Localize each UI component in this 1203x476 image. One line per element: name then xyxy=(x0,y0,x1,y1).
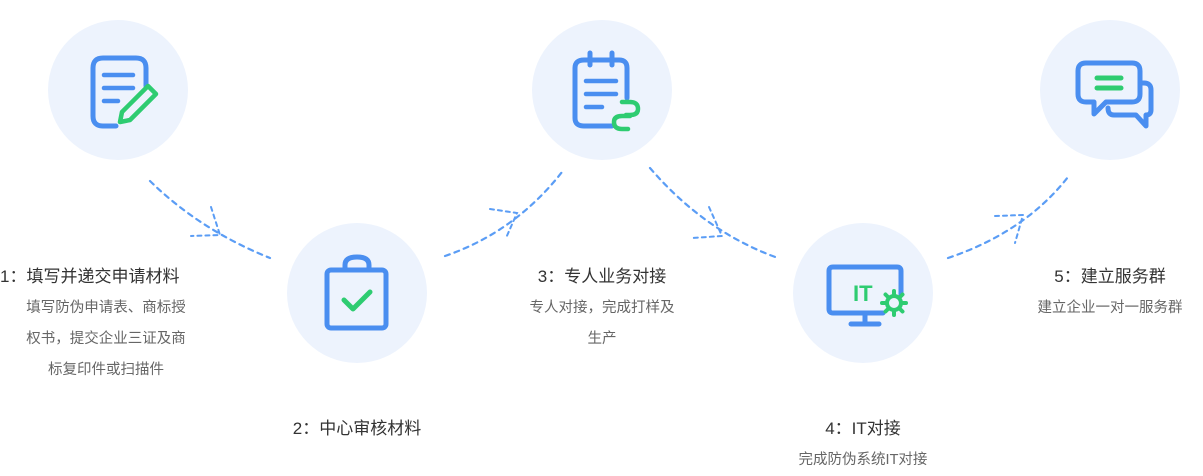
connector-3-4 xyxy=(648,166,780,260)
clipboard-check-icon xyxy=(324,254,389,331)
step-5-desc-line: 建立企业一对一服务群 xyxy=(1037,300,1183,316)
connector-2-3 xyxy=(443,170,564,258)
step-1-circle xyxy=(48,20,188,160)
step-4-desc-line: 完成防伪系统IT对接 xyxy=(798,452,928,468)
step-1-desc-line: 标复印件或扫描件 xyxy=(48,362,164,378)
step-3-desc-line: 专人对接，完成打样及 xyxy=(529,300,675,316)
monitor-settings-icon: IT xyxy=(826,264,908,327)
gear-icon xyxy=(880,289,908,317)
step-2-circle xyxy=(287,223,427,363)
chat-bubbles-icon xyxy=(1075,60,1154,129)
arrowhead-3-4 xyxy=(691,206,724,239)
step-3-desc-line: 生产 xyxy=(587,331,617,347)
step-1-desc: 填写防伪申请表、商标授 权书，提交企业三证及商 标复印件或扫描件 xyxy=(0,293,212,386)
step-5-desc: 建立企业一对一服务群 xyxy=(1000,293,1203,324)
step-1-title: 1：填写并递交申请材料 xyxy=(0,267,180,286)
step-4-title: 4：IT对接 xyxy=(825,419,901,438)
step-3-title: 3：专人业务对接 xyxy=(537,267,667,286)
step-4-desc: 完成防伪系统IT对接 xyxy=(753,445,973,476)
connector-1-2 xyxy=(148,179,272,260)
step-5-circle xyxy=(1040,20,1180,160)
document-edit-icon xyxy=(90,55,159,129)
step-2-title: 2：中心审核材料 xyxy=(292,419,422,438)
arrowhead-1-2 xyxy=(190,206,222,237)
step-4-circle: IT xyxy=(793,223,933,363)
step-1-desc-line: 权书，提交企业三证及商 xyxy=(26,331,186,347)
step-3-desc: 专人对接，完成打样及 生产 xyxy=(502,293,702,355)
connector-4-5 xyxy=(946,175,1070,260)
step-1-desc-line: 填写防伪申请表、商标授 xyxy=(26,300,186,316)
it-icon-text: IT xyxy=(853,281,873,306)
step-5-title: 5：建立服务群 xyxy=(1054,267,1166,286)
step-3-circle xyxy=(532,20,672,160)
arrowhead-4-5 xyxy=(994,213,1025,244)
arrowhead-2-3 xyxy=(489,208,519,239)
document-link-icon xyxy=(572,50,641,132)
